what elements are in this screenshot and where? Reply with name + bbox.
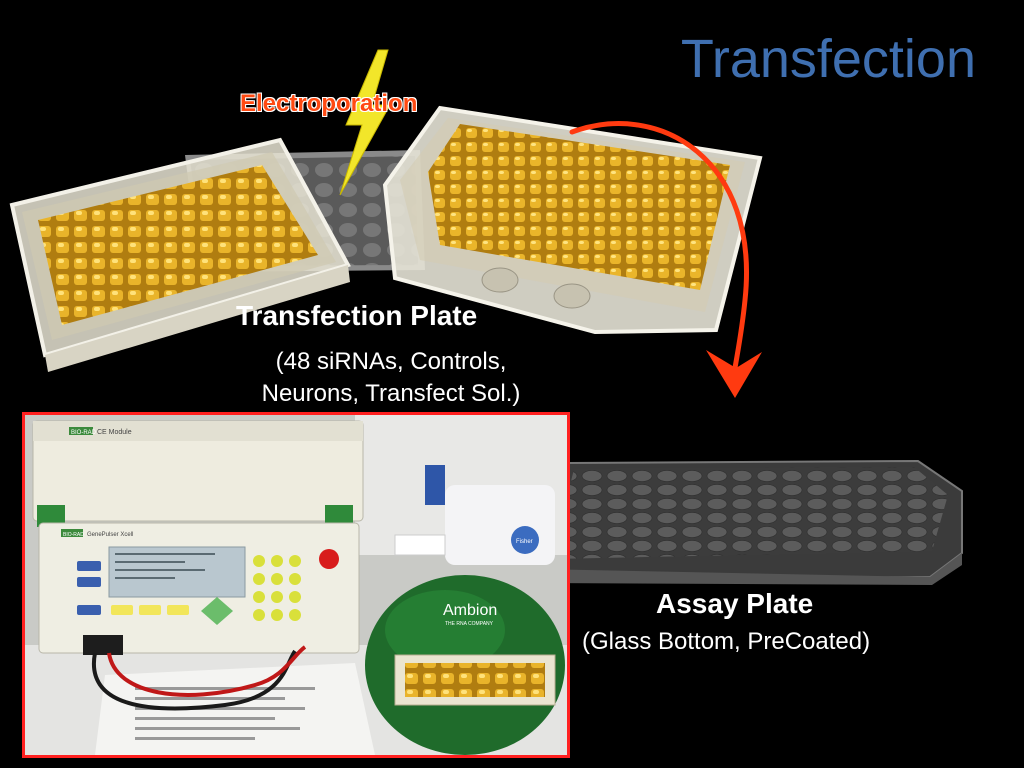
ambion-tagline: THE RNA COMPANY bbox=[445, 621, 494, 627]
slide-title: Transfection bbox=[680, 29, 976, 89]
transfection-plate-subtitle-line2: Neurons, Transfect Sol.) bbox=[261, 380, 521, 407]
plates-illustration bbox=[9, 49, 763, 398]
ambion-logo: Ambion bbox=[443, 602, 497, 619]
lightning-bolt-icon bbox=[339, 49, 391, 196]
bio-rad-bottom-logo: BIO-RAD bbox=[63, 532, 84, 538]
assay-plate-subtitle: (Glass Bottom, PreCoated) bbox=[582, 628, 871, 655]
ce-module-label: CE Module bbox=[97, 429, 132, 436]
left-transfection-plate bbox=[9, 137, 351, 372]
electroporation-label: Electroporation bbox=[240, 90, 418, 117]
assay-plate bbox=[534, 459, 963, 585]
curved-arrow-icon bbox=[569, 121, 762, 398]
fisher-logo: Fisher bbox=[516, 539, 533, 545]
right-transfection-plate bbox=[382, 105, 763, 335]
setup-photo: BIO-RAD CE Module BIO-RAD GenePulser Xce… bbox=[22, 412, 570, 758]
transfection-plate-subtitle: (48 siRNAs, Controls, Neurons, Transfect… bbox=[226, 346, 556, 410]
transfection-plate-subtitle-line1: (48 siRNAs, Controls, bbox=[275, 348, 507, 375]
assay-plate-title: Assay Plate bbox=[656, 588, 814, 619]
bio-rad-top-logo: BIO-RAD bbox=[71, 430, 97, 436]
setup-photo-illustration: BIO-RAD CE Module BIO-RAD GenePulser Xce… bbox=[25, 415, 567, 755]
transfection-plate-title: Transfection Plate bbox=[236, 300, 478, 331]
genepulser-label: GenePulser Xcell bbox=[87, 532, 133, 538]
